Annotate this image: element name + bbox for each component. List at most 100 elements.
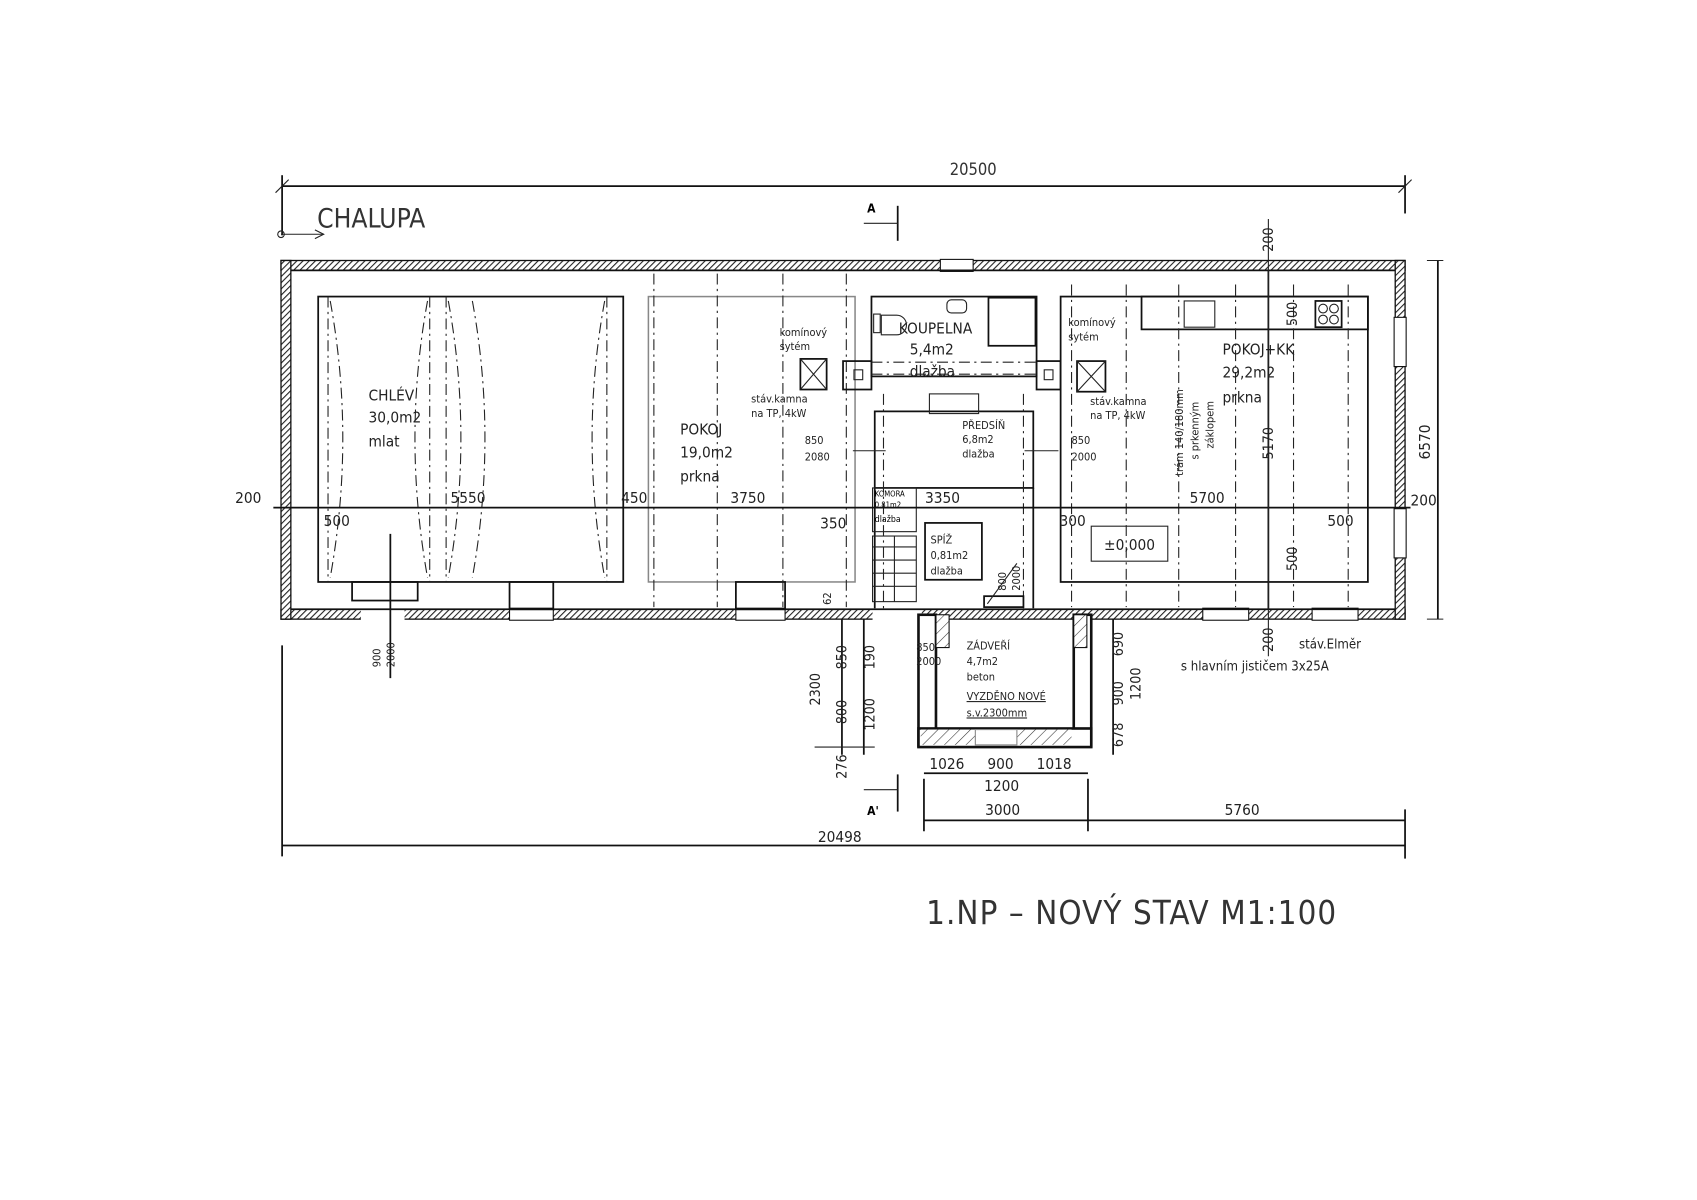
svg-text:sytém: sytém: [780, 340, 810, 353]
svg-text:5,4m2: 5,4m2: [910, 341, 954, 359]
room-chlev: CHLÉV 30,0m2 mlat: [317, 295, 625, 611]
kk-vertical-dimensions: 200 500 5170 500 200 stáv.Elměr s hlavní…: [1181, 218, 1361, 675]
svg-text:3000: 3000: [985, 801, 1020, 819]
svg-text:trám 140/180mm: trám 140/180mm: [1173, 389, 1186, 476]
bottom-chain-dimensions: 3000 5760: [923, 778, 1406, 859]
room-komora: KOMORA 0,81m2 dlažba: [872, 487, 917, 533]
svg-text:s prkenným: s prkenným: [1188, 402, 1201, 460]
svg-text:1200: 1200: [863, 698, 879, 731]
svg-text:200: 200: [235, 489, 261, 507]
svg-text:komínový: komínový: [780, 326, 828, 339]
entry-bottom-dimensions: 1026 900 1018 1200: [923, 755, 1088, 795]
svg-text:mlat: mlat: [368, 432, 400, 450]
svg-text:2000: 2000: [1010, 566, 1023, 591]
room-predsin: PŘEDSÍŇ 6,8m2 dlažba: [852, 393, 1059, 609]
dim-20500: 20500: [950, 160, 997, 179]
svg-text:1200: 1200: [984, 777, 1019, 795]
svg-text:1018: 1018: [1037, 755, 1072, 773]
svg-text:500: 500: [1327, 512, 1353, 530]
svg-text:350: 350: [820, 514, 846, 532]
svg-text:29,2m2: 29,2m2: [1222, 363, 1275, 381]
svg-text:PŘEDSÍŇ: PŘEDSÍŇ: [962, 419, 1005, 432]
svg-text:500: 500: [324, 512, 350, 530]
svg-text:2080: 2080: [805, 451, 830, 464]
svg-text:záklopem: záklopem: [1204, 401, 1217, 448]
svg-text:POKOJ+KK: POKOJ+KK: [1222, 341, 1295, 359]
svg-text:A': A': [867, 804, 879, 818]
dimension-chain-mid: 200 500 5550 450 3750 350 3350 300 5700 …: [235, 489, 1437, 532]
svg-text:500: 500: [1285, 547, 1301, 571]
svg-text:stáv.Elměr: stáv.Elměr: [1299, 638, 1361, 653]
svg-text:stáv.kamna: stáv.kamna: [751, 393, 807, 406]
svg-text:dlažba: dlažba: [875, 515, 901, 525]
svg-text:prkna: prkna: [680, 467, 720, 485]
svg-text:na TP, 4kW: na TP, 4kW: [751, 407, 806, 420]
svg-text:850: 850: [1072, 434, 1091, 447]
svg-text:19,0m2: 19,0m2: [680, 443, 733, 461]
svg-text:2000: 2000: [1072, 451, 1097, 464]
level-mark-box: [1090, 525, 1169, 562]
svg-text:900: 900: [371, 648, 384, 667]
svg-text:4,7m2: 4,7m2: [967, 655, 998, 668]
exterior-walls: [280, 258, 1407, 621]
svg-text:VYZDĚNO NOVÉ: VYZDĚNO NOVÉ: [967, 690, 1046, 703]
room-pokoj-kk: komínový sytém stáv.kamna na TP, 4kW trá…: [1059, 270, 1369, 610]
room-spiz: SPÍŽ 0,81m2 dlažba: [924, 522, 1025, 608]
svg-text:200: 200: [1261, 227, 1277, 251]
svg-text:1200: 1200: [1128, 668, 1144, 701]
svg-text:1026: 1026: [929, 755, 964, 773]
svg-text:komínový: komínový: [1068, 316, 1116, 329]
svg-text:800: 800: [996, 572, 1009, 591]
svg-text:850: 850: [916, 641, 935, 654]
svg-text:ZÁDVEŘÍ: ZÁDVEŘÍ: [967, 640, 1011, 653]
svg-text:0,81m2: 0,81m2: [931, 549, 969, 562]
svg-text:±0,000: ±0,000: [1104, 536, 1155, 554]
svg-text:2000: 2000: [916, 655, 941, 668]
dimension-overall-height: 6570: [1416, 259, 1444, 620]
section-mark-a-prime: A': [863, 774, 899, 818]
svg-text:prkna: prkna: [1222, 389, 1262, 407]
svg-text:3750: 3750: [730, 489, 765, 507]
svg-text:62: 62: [821, 592, 834, 605]
svg-text:800: 800: [834, 700, 850, 724]
svg-text:200: 200: [1411, 491, 1437, 509]
svg-text:na TP, 4kW: na TP, 4kW: [1090, 409, 1145, 422]
svg-text:5760: 5760: [1225, 801, 1260, 819]
svg-text:s.v.2300mm: s.v.2300mm: [967, 706, 1027, 719]
svg-text:A: A: [867, 201, 876, 215]
dimension-overall-top: 20500: [275, 160, 1413, 236]
svg-text:0,81m2: 0,81m2: [875, 501, 901, 510]
svg-text:678: 678: [1111, 723, 1127, 747]
svg-text:2300: 2300: [808, 673, 824, 706]
svg-text:dlažba: dlažba: [962, 447, 994, 460]
svg-text:KOMORA: KOMORA: [875, 490, 905, 499]
entry-left-dimensions: 2300 850 190 800 1200 276: [808, 619, 879, 779]
svg-text:20498: 20498: [818, 828, 862, 846]
svg-text:stáv.kamna: stáv.kamna: [1090, 395, 1146, 408]
svg-text:5170: 5170: [1261, 427, 1277, 460]
room-koupelna: KOUPELNA 5,4m2 dlažba: [842, 295, 1062, 391]
svg-text:dlažba: dlažba: [910, 362, 955, 380]
svg-text:5700: 5700: [1190, 489, 1225, 507]
svg-text:KOUPELNA: KOUPELNA: [899, 320, 973, 338]
room-zadveri: ZÁDVEŘÍ 4,7m2 beton VYZDĚNO NOVÉ s.v.230…: [917, 613, 1093, 749]
svg-text:30,0m2: 30,0m2: [368, 408, 421, 426]
svg-text:900: 900: [987, 755, 1013, 773]
svg-text:5550: 5550: [450, 489, 485, 507]
svg-text:beton: beton: [967, 670, 995, 683]
door-dimensions: 900 2000 850 2080 850 2000 800 2000 850 …: [371, 434, 1097, 679]
svg-text:POKOJ: POKOJ: [680, 420, 722, 438]
svg-text:s hlavním jističem 3x25A: s hlavním jističem 3x25A: [1181, 660, 1329, 675]
svg-text:dlažba: dlažba: [931, 564, 963, 577]
dimension-overall-bottom: 20498: [281, 645, 1406, 857]
svg-text:850: 850: [834, 645, 850, 669]
svg-text:190: 190: [863, 645, 879, 669]
svg-text:500: 500: [1285, 302, 1301, 326]
project-label: CHALUPA: [317, 205, 425, 235]
svg-text:850: 850: [805, 434, 824, 447]
svg-text:3350: 3350: [925, 489, 960, 507]
svg-text:2000: 2000: [385, 642, 398, 667]
svg-text:CHLÉV: CHLÉV: [368, 385, 414, 404]
section-mark-a: A: [863, 201, 899, 241]
